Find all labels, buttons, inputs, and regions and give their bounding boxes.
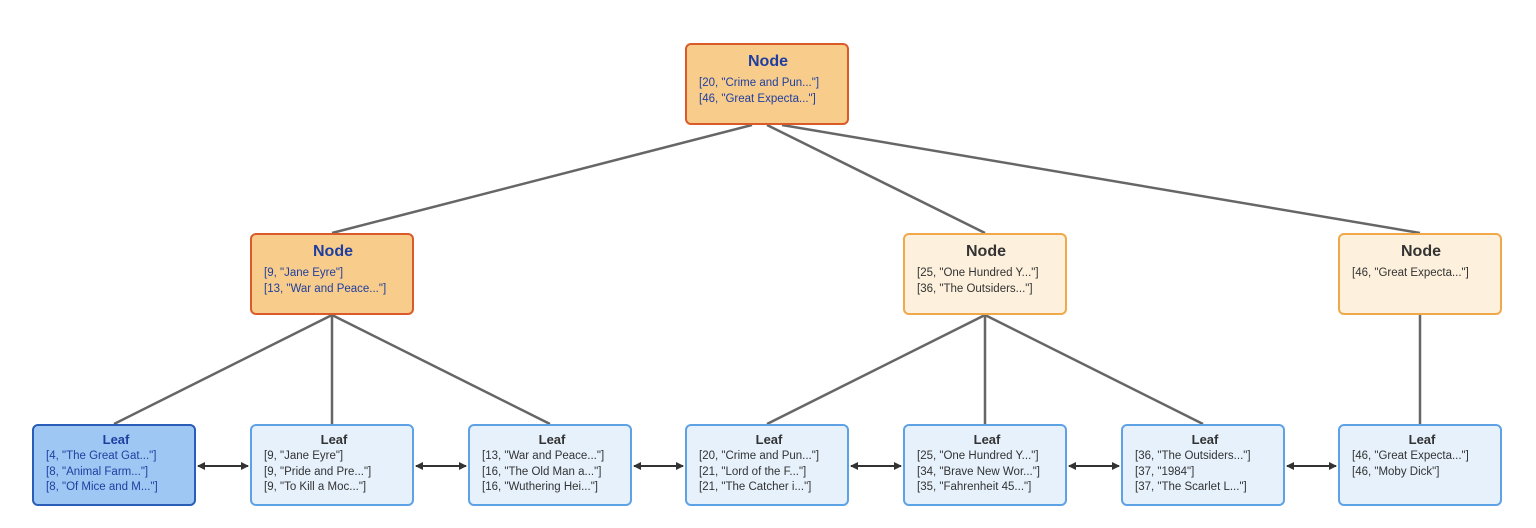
leaf-key: [16, "The Old Man a..."] (482, 465, 602, 478)
node-key: [25, "One Hundred Y..."] (917, 267, 1039, 279)
internal-node[interactable]: Node [46, "Great Expecta..."] (1338, 233, 1502, 315)
internal-node[interactable]: Node [9, "Jane Eyre"] [13, "War and Peac… (250, 233, 414, 315)
leaf-node[interactable]: Leaf [20, "Crime and Pun..."] [21, "Lord… (685, 424, 849, 506)
tree-edge (113, 313, 333, 426)
node-keys: [46, "Great Expecta..."] (1352, 265, 1490, 281)
leaf-title: Leaf (755, 432, 783, 447)
leaf-key: [35, "Fahrenheit 45..."] (917, 481, 1032, 493)
node-keys: [9, "Jane Eyre"] [13, "War and Peace..."… (264, 265, 402, 297)
leaf-title: Leaf (102, 432, 130, 447)
node-title: Node (1401, 243, 1441, 260)
leaf-key: [21, "The Catcher i..."] (699, 481, 812, 493)
leaf-keys: [36, "The Outsiders..."] [37, "1984"] [3… (1135, 449, 1275, 496)
leaf-key: [46, "Moby Dick"] (1352, 465, 1440, 478)
leaf-keys: [46, "Great Expecta..."] [46, "Moby Dick… (1352, 449, 1492, 480)
node-title: Node (748, 53, 788, 70)
leaf-key: [9, "Jane Eyre"] (264, 450, 344, 462)
leaf-node[interactable]: Leaf [4, "The Great Gat..."] [8, "Animal… (32, 424, 196, 506)
leaf-node[interactable]: Leaf [9, "Jane Eyre"] [9, "Pride and Pre… (250, 424, 414, 506)
tree-edge (781, 123, 1421, 235)
leaf-keys: [13, "War and Peace..."] [16, "The Old M… (482, 449, 622, 496)
node-title: Node (966, 243, 1006, 260)
leaf-key: [36, "The Outsiders..."] (1135, 450, 1251, 462)
leaf-key: [20, "Crime and Pun..."] (699, 450, 820, 462)
leaf-key: [13, "War and Peace..."] (482, 450, 605, 462)
node-keys: [25, "One Hundred Y..."] [36, "The Outsi… (917, 265, 1055, 297)
node-key: [46, "Great Expecta..."] (699, 93, 816, 105)
tree-edge (331, 123, 753, 235)
leaf-key: [4, "The Great Gat..."] (46, 450, 157, 462)
tree-edge (766, 123, 986, 235)
leaf-key: [34, "Brave New Wor..."] (917, 465, 1040, 478)
leaf-keys: [25, "One Hundred Y..."] [34, "Brave New… (917, 449, 1057, 496)
leaf-key: [8, "Of Mice and M..."] (46, 481, 158, 493)
node-keys: [20, "Crime and Pun..."] [46, "Great Exp… (699, 75, 837, 107)
leaf-node[interactable]: Leaf [13, "War and Peace..."] [16, "The … (468, 424, 632, 506)
leaf-node[interactable]: Leaf [25, "One Hundred Y..."] [34, "Brav… (903, 424, 1067, 506)
tree-edge (766, 313, 986, 426)
root-node[interactable]: Node [20, "Crime and Pun..."] [46, "Grea… (685, 43, 849, 125)
leaf-title: Leaf (1408, 432, 1436, 447)
node-key: [13, "War and Peace..."] (264, 283, 387, 295)
node-title: Node (313, 243, 353, 260)
leaf-node[interactable]: Leaf [36, "The Outsiders..."] [37, "1984… (1121, 424, 1285, 506)
leaf-title: Leaf (538, 432, 566, 447)
leaf-key: [16, "Wuthering Hei..."] (482, 481, 598, 493)
leaf-key: [37, "The Scarlet L..."] (1135, 481, 1247, 493)
node-key: [20, "Crime and Pun..."] (699, 77, 820, 89)
leaf-key: [25, "One Hundred Y..."] (917, 450, 1039, 462)
leaf-keys: [9, "Jane Eyre"] [9, "Pride and Pre..."]… (264, 449, 404, 496)
leaf-key: [37, "1984"] (1135, 465, 1195, 478)
leaf-key: [9, "Pride and Pre..."] (264, 465, 372, 478)
leaf-key: [46, "Great Expecta..."] (1352, 450, 1469, 462)
leaf-title: Leaf (973, 432, 1001, 447)
leaf-key: [9, "To Kill a Moc..."] (264, 481, 367, 493)
node-key: [46, "Great Expecta..."] (1352, 267, 1469, 279)
leaf-node[interactable]: Leaf [46, "Great Expecta..."] [46, "Moby… (1338, 424, 1502, 506)
node-key: [9, "Jane Eyre"] (264, 267, 344, 279)
node-key: [36, "The Outsiders..."] (917, 283, 1033, 295)
internal-node[interactable]: Node [25, "One Hundred Y..."] [36, "The … (903, 233, 1067, 315)
leaf-title: Leaf (1191, 432, 1219, 447)
tree-edge (331, 313, 551, 426)
leaf-keys: [4, "The Great Gat..."] [8, "Animal Farm… (46, 449, 186, 496)
leaf-keys: [20, "Crime and Pun..."] [21, "Lord of t… (699, 449, 839, 496)
tree-edge (984, 313, 1204, 426)
leaf-key: [8, "Animal Farm..."] (46, 465, 149, 478)
leaf-title: Leaf (320, 432, 348, 447)
leaf-key: [21, "Lord of the F..."] (699, 465, 807, 478)
